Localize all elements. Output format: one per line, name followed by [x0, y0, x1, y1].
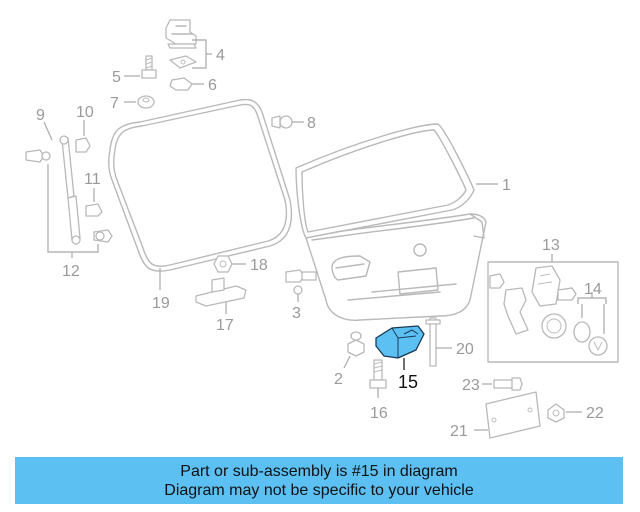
callout-6: 6 — [208, 77, 217, 94]
callout-4: 4 — [216, 47, 225, 64]
callout-12: 12 — [62, 263, 80, 280]
hinge-plate-part — [169, 55, 197, 69]
nut-part-2 — [347, 331, 365, 357]
parts-diagram: 4 5 6 7 8 19 9 — [25, 19, 619, 440]
callout-11: 11 — [84, 171, 101, 188]
info-banner: Part or sub-assembly is #15 in diagram D… — [15, 457, 623, 504]
callout-9: 9 — [36, 107, 45, 124]
bolt-part-16 — [369, 359, 387, 389]
bolt-part-5 — [141, 55, 157, 79]
clip-part-11 — [85, 203, 103, 217]
callout-14: 14 — [584, 281, 602, 298]
grommet-part-18 — [213, 255, 233, 273]
callout-3: 3 — [292, 305, 301, 322]
callout-17: 17 — [216, 317, 234, 334]
callout-10: 10 — [76, 104, 94, 121]
clip-part-22 — [547, 403, 565, 423]
trim-panel-part-21 — [485, 391, 541, 439]
lock-cylinder-part-14 — [541, 313, 608, 356]
callout-5: 5 — [112, 69, 121, 86]
nut-part-6 — [169, 77, 193, 91]
ball-stud-part-a — [25, 149, 51, 163]
callout-1: 1 — [502, 177, 511, 194]
lock-actuator-part — [489, 265, 577, 335]
callout-21: 21 — [450, 423, 468, 440]
liftgate-part-1 — [295, 123, 487, 321]
bump-stop-part-8 — [271, 115, 293, 129]
callout-19: 19 — [152, 295, 170, 312]
clip-part-10 — [75, 137, 91, 153]
screw-part-23 — [493, 377, 523, 391]
lock-assembly-box-13 — [487, 261, 619, 363]
callout-15: 15 — [398, 372, 418, 392]
rod-part-20 — [425, 317, 441, 367]
banner-line-disclaimer: Diagram may not be specific to your vehi… — [164, 481, 474, 499]
gas-strut-part-9 — [59, 135, 81, 245]
callout-8: 8 — [307, 115, 316, 132]
ball-stud-part-b — [93, 229, 113, 243]
callout-20: 20 — [456, 341, 474, 358]
callout-16: 16 — [370, 405, 388, 422]
callout-13: 13 — [542, 237, 560, 254]
callout-7: 7 — [110, 95, 119, 112]
latch-bolt-part-3 — [285, 269, 317, 295]
callout-18: 18 — [250, 257, 268, 274]
hinge-part — [165, 19, 197, 49]
washer-part-7 — [137, 95, 155, 109]
highlighted-part-15 — [375, 325, 425, 359]
weatherstrip-part-19 — [107, 98, 293, 272]
callout-23: 23 — [462, 377, 480, 394]
part-15-body — [375, 325, 425, 359]
callout-22: 22 — [586, 405, 604, 422]
banner-line-part-number: Part or sub-assembly is #15 in diagram — [180, 462, 458, 480]
callout-2: 2 — [334, 371, 343, 388]
bracket-part-17 — [195, 277, 247, 307]
